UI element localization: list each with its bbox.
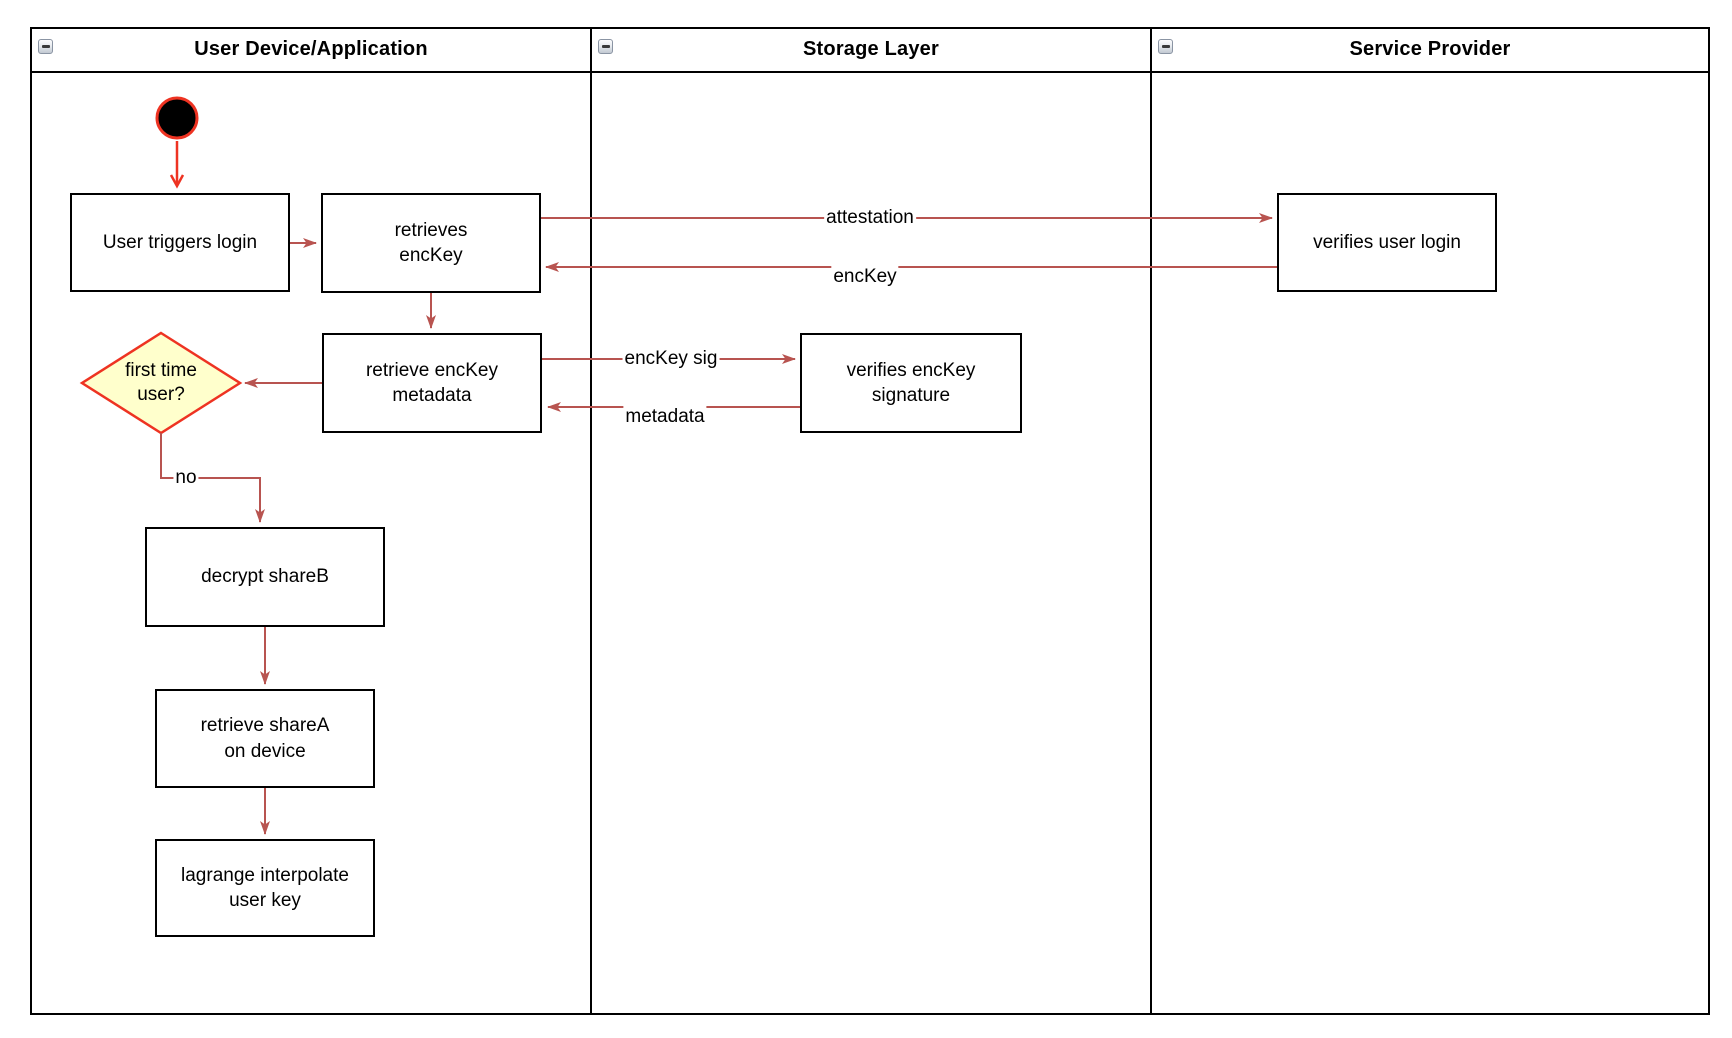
node-verifies-user-login[interactable]: verifies user login (1277, 193, 1497, 292)
node-retrieve-enckey-metadata[interactable]: retrieve encKey metadata (322, 333, 542, 433)
lane-header-storage-layer[interactable]: Storage Layer (803, 38, 939, 60)
minus-icon (1161, 45, 1170, 48)
node-verifies-enckey-signature[interactable]: verifies encKey signature (800, 333, 1022, 433)
minus-icon (41, 45, 50, 48)
node-retrieve-sharea[interactable]: retrieve shareA on device (155, 689, 375, 788)
edge-decision-no-to-decrypt[interactable] (160, 433, 265, 523)
collapse-lane-storage-layer-button[interactable] (598, 39, 613, 54)
decision-first-time-user-label[interactable]: first time user? (125, 360, 197, 405)
lane-header-service-provider[interactable]: Service Provider (1349, 38, 1511, 60)
node-decrypt-shareb[interactable]: decrypt shareB (145, 527, 385, 627)
collapse-lane-service-provider-button[interactable] (1158, 39, 1173, 54)
collapse-lane-user-device-button[interactable] (38, 39, 53, 54)
lane-header-user-device[interactable]: User Device/Application (194, 38, 428, 60)
node-lagrange-interpolate[interactable]: lagrange interpolate user key (155, 839, 375, 937)
node-retrieves-enckey[interactable]: retrieves encKey (321, 193, 541, 293)
edge-label-enckey[interactable]: encKey (831, 266, 899, 288)
node-user-triggers-login[interactable]: User triggers login (70, 193, 290, 292)
edge-label-enckey-sig[interactable]: encKey sig (622, 348, 720, 370)
minus-icon (601, 45, 610, 48)
edge-label-metadata[interactable]: metadata (623, 406, 707, 428)
edge-label-attestation[interactable]: attestation (824, 207, 916, 229)
edge-label-no[interactable]: no (173, 467, 199, 489)
lane-divider-1 (590, 27, 592, 1015)
lane-divider-2 (1150, 27, 1152, 1015)
lane-header-divider (30, 71, 1710, 73)
